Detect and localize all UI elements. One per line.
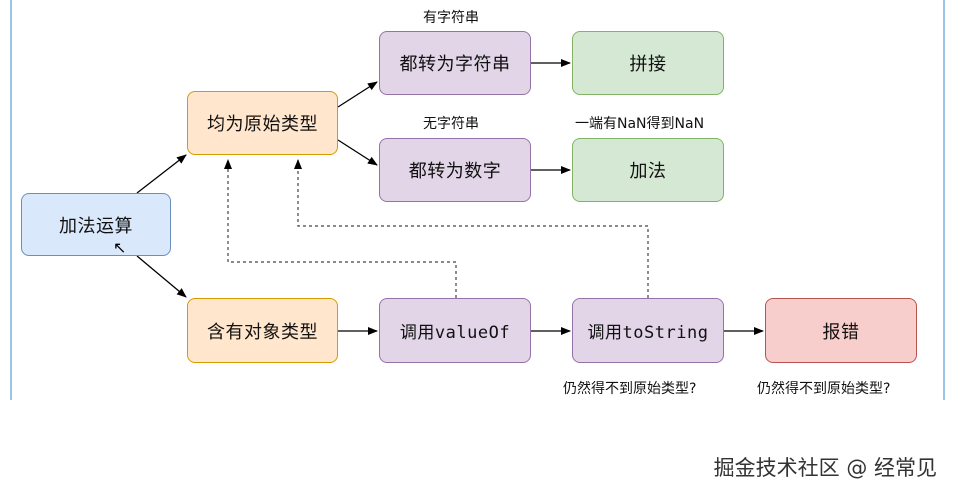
frame-border-right	[943, 0, 945, 400]
label-has-string: 有字符串	[423, 10, 479, 26]
label-no-string: 无字符串	[423, 116, 479, 132]
node-has-object: 含有对象类型	[187, 298, 338, 363]
node-add: 加法	[572, 138, 724, 202]
node-concat: 拼接	[572, 31, 724, 95]
edge-valueof-back-to-primitive	[224, 159, 457, 298]
edge-tostring-back-to-primitive	[294, 159, 649, 298]
edge-primitive-to-number	[337, 139, 378, 166]
diagram-canvas: 加法运算 均为原始类型 都转为字符串 拼接 都转为数字 加法 含有对象类型 调用…	[10, 0, 945, 400]
watermark: 掘金技术社区 @ 经常见	[713, 456, 937, 480]
node-call-valueof: 调用valueOf	[379, 298, 531, 363]
edge-primitive-to-string	[337, 81, 378, 108]
node-error: 报错	[765, 298, 917, 363]
node-addition: 加法运算	[21, 193, 171, 256]
node-to-number: 都转为数字	[379, 138, 531, 202]
mouse-cursor-icon: ↖	[113, 238, 127, 257]
node-to-string: 都转为字符串	[379, 31, 531, 95]
frame-border-left	[10, 0, 12, 400]
label-still-not-primitive-2: 仍然得不到原始类型?	[757, 381, 891, 397]
label-still-not-primitive-1: 仍然得不到原始类型?	[563, 381, 697, 397]
edges-layer	[136, 59, 764, 335]
label-nan-rule: 一端有NaN得到NaN	[575, 116, 705, 132]
node-call-tostring: 调用toString	[572, 298, 724, 363]
edge-addition-to-object	[136, 255, 187, 298]
node-all-primitive: 均为原始类型	[187, 91, 338, 155]
edge-addition-to-primitive	[136, 154, 187, 194]
